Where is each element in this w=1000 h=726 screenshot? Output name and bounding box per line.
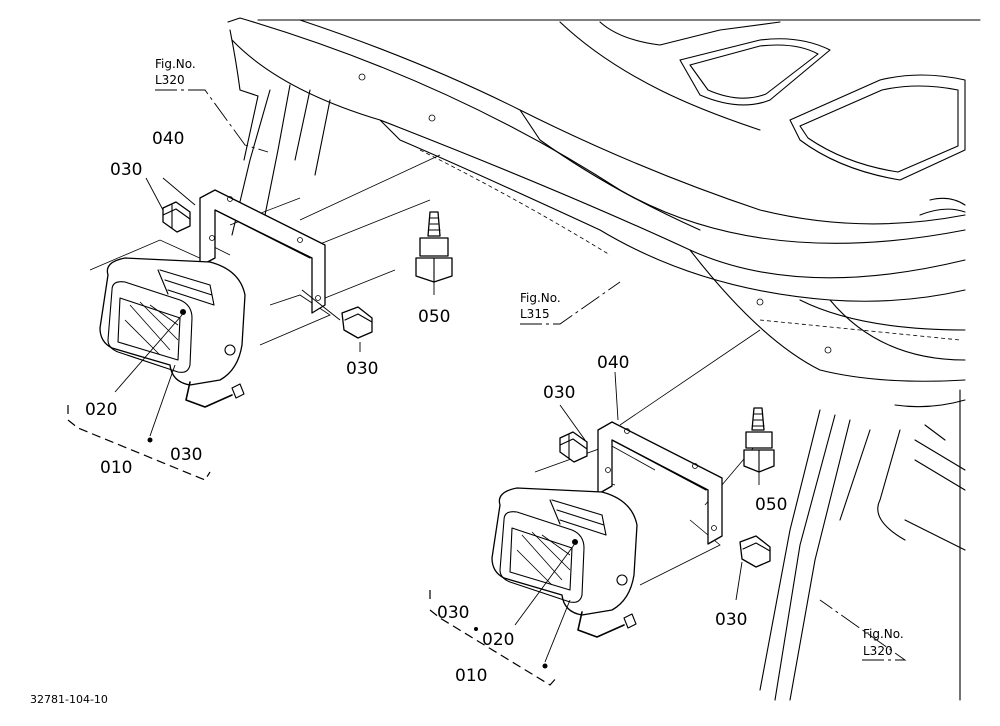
bolt-030-right-upper	[559, 431, 588, 463]
fig-ref-leader-top	[155, 89, 269, 153]
fig-ref-top-number: L320	[155, 73, 185, 87]
right-lamp-assembly	[429, 329, 775, 686]
stud-050-right	[743, 407, 775, 473]
label-030-left-set: 030	[170, 445, 202, 465]
bolt-030-right-lower	[739, 535, 771, 568]
fig-ref-leader-mid	[520, 281, 621, 325]
label-040-right: 040	[597, 353, 629, 373]
fig-ref-leader-bot	[819, 599, 907, 661]
label-030-right-upper: 030	[543, 383, 575, 403]
label-050-left: 050	[418, 307, 450, 327]
work-lamp-010-left	[99, 257, 246, 408]
fig-ref-bot-title: Fig.No.	[863, 627, 904, 641]
drawing-code: 32781-104-10	[30, 693, 108, 706]
label-020-right: 020	[482, 630, 514, 650]
label-030-right-lower: 030	[715, 610, 747, 630]
bracket-040-right	[597, 421, 723, 545]
bolt-030-left-lower	[341, 306, 373, 339]
label-010-right: 010	[455, 666, 487, 686]
bolt-030-left-upper	[162, 201, 191, 233]
label-050-right: 050	[755, 495, 787, 515]
label-030-left-lower: 030	[346, 359, 378, 379]
label-030-left-upper: 030	[110, 160, 142, 180]
fig-ref-mid-title: Fig.No.	[520, 291, 561, 305]
left-lamp-assembly	[67, 154, 453, 481]
label-010-left: 010	[100, 458, 132, 478]
fig-ref-bot-number: L320	[863, 644, 893, 658]
fig-ref-mid-number: L315	[520, 307, 550, 321]
stud-050-left	[415, 211, 453, 283]
label-040-left: 040	[152, 129, 184, 149]
fig-ref-top-title: Fig.No.	[155, 57, 196, 71]
label-030-right-set: 030	[437, 603, 469, 623]
work-lamp-010-right	[491, 487, 638, 638]
cab-roof-frame	[227, 17, 981, 701]
label-020-left: 020	[85, 400, 117, 420]
